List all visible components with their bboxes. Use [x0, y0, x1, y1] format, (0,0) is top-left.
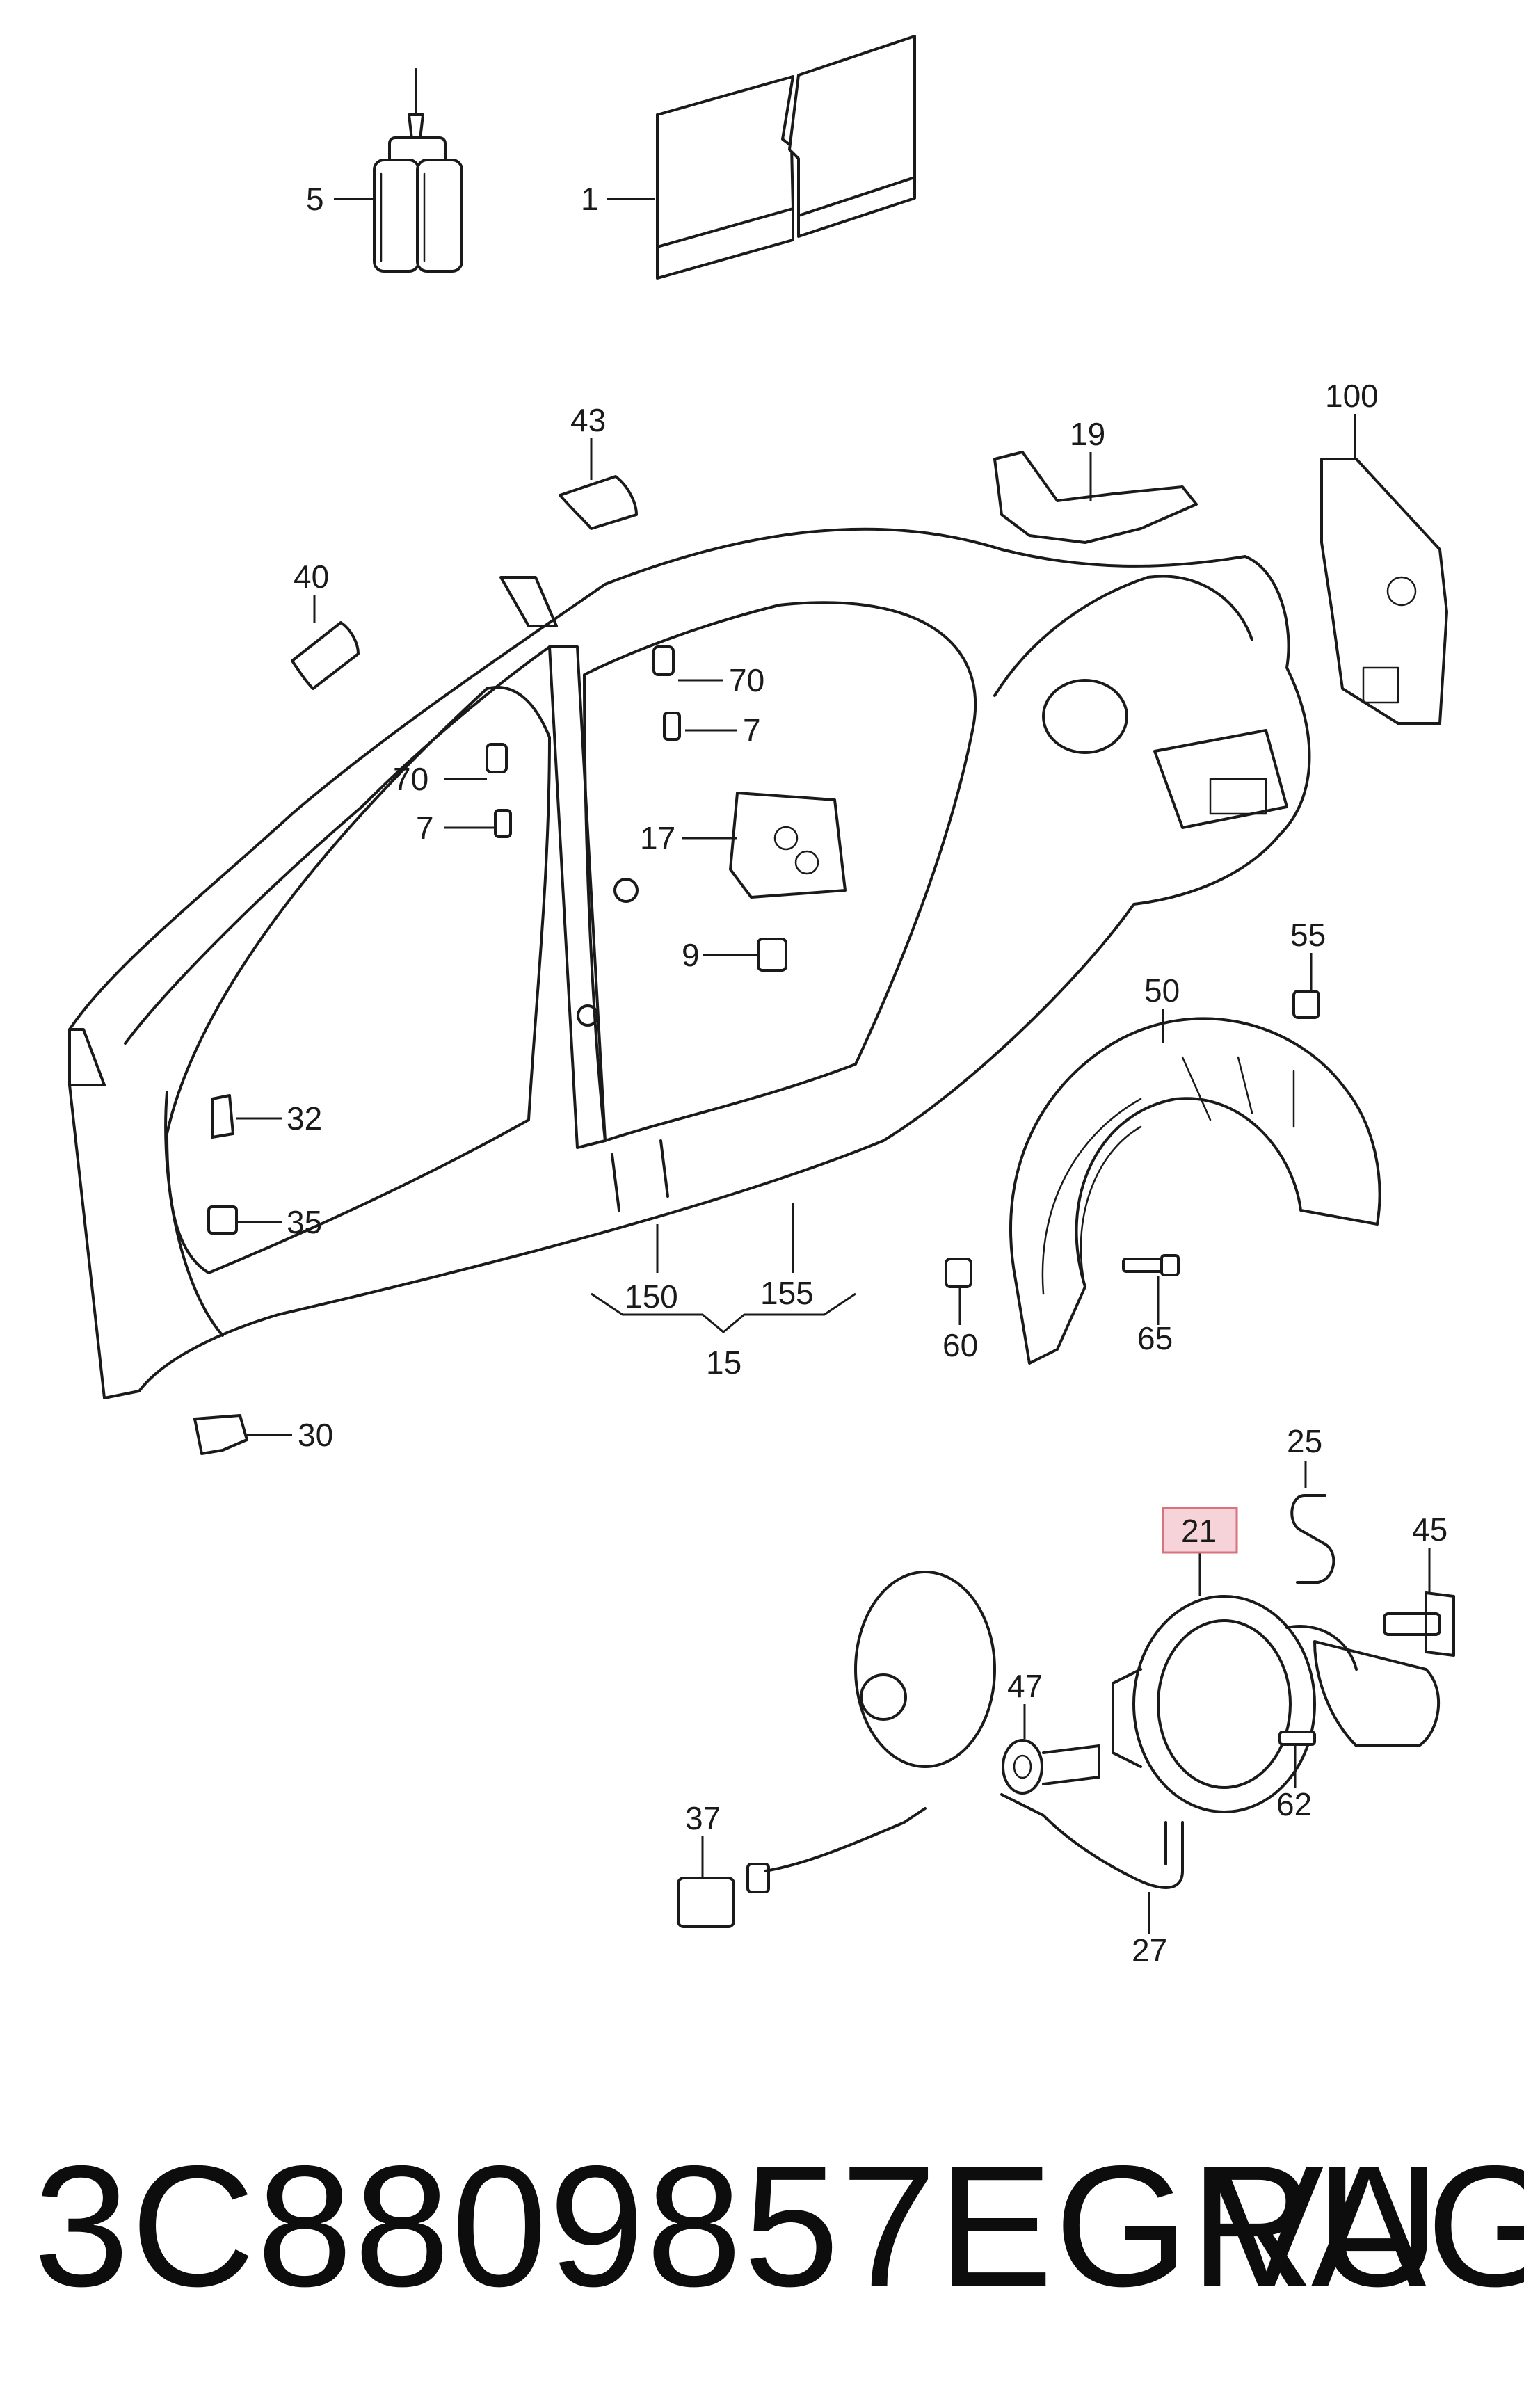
part-21-fuel-filler-housing [1112, 1595, 1358, 1813]
part-5-adhesive-cartridge [373, 68, 463, 273]
callout-62: 62 [1276, 1786, 1312, 1822]
part-1-insulation-pad [656, 35, 916, 280]
part-17-plate [729, 792, 847, 899]
part-60-clip [945, 1258, 972, 1288]
callout-7-right: 7 [743, 712, 761, 748]
callout-70-left: 70 [393, 761, 428, 797]
part-number: 3C8809857EGRU [33, 2129, 1443, 2322]
callout-70-right: 70 [729, 662, 764, 698]
callout-60: 60 [943, 1327, 978, 1363]
part-45-pin [1383, 1591, 1455, 1657]
highlight-21 [1162, 1507, 1238, 1554]
part-19-reinforcement [993, 451, 1198, 544]
callout-40: 40 [294, 559, 329, 595]
callout-1: 1 [581, 181, 599, 217]
callout-32: 32 [287, 1100, 322, 1137]
callout-15: 15 [706, 1345, 741, 1381]
callout-100: 100 [1325, 378, 1379, 414]
callout-labels: 5 1 43 19 100 40 70 7 70 7 17 9 55 50 32… [287, 181, 1447, 1968]
callout-45: 45 [1412, 1511, 1447, 1548]
part-37-actuator [677, 1807, 927, 1928]
fuel-filler-flap [1313, 1640, 1441, 1747]
part-65-screw [1122, 1254, 1180, 1276]
part-100-rear-panel [1320, 458, 1448, 725]
callout-30: 30 [298, 1417, 333, 1453]
side-body-panel [68, 527, 1311, 1399]
part-9-clip [757, 938, 787, 972]
callout-27: 27 [1132, 1932, 1167, 1968]
fuel-cap [854, 1571, 996, 1768]
part-62-screw [1278, 1731, 1316, 1746]
callout-7-left: 7 [416, 810, 434, 846]
part-32-clip [211, 1094, 234, 1139]
callout-50: 50 [1144, 972, 1180, 1009]
callout-150: 150 [625, 1278, 678, 1315]
part-25-spring [1290, 1494, 1335, 1584]
callout-155: 155 [760, 1275, 814, 1311]
callout-25: 25 [1287, 1423, 1322, 1459]
callout-17: 17 [640, 820, 675, 856]
callout-37: 37 [685, 1800, 721, 1836]
callout-9: 9 [682, 937, 700, 973]
part-43-bracket [559, 475, 638, 530]
callout-21: 21 [1181, 1513, 1217, 1549]
part-50-wheelhouse-liner [1009, 1017, 1381, 1365]
footer: 3C8809857EGRU VAG [33, 2121, 1524, 2330]
part-40-bracket [291, 621, 360, 690]
callout-35: 35 [287, 1204, 322, 1240]
callout-47: 47 [1007, 1668, 1043, 1704]
part-47-grommet [1002, 1739, 1100, 1795]
callout-5: 5 [306, 181, 324, 217]
callout-43: 43 [570, 402, 606, 438]
callout-65: 65 [1137, 1320, 1173, 1356]
callout-55: 55 [1290, 917, 1326, 953]
callout-19: 19 [1070, 416, 1105, 452]
part-35-clip [207, 1205, 238, 1235]
part-27-drain-hose [1000, 1793, 1184, 1889]
brand-name: VAG [1209, 2129, 1524, 2322]
leader-lines [236, 198, 1431, 1934]
fastener-70-upper [486, 645, 681, 838]
part-30-clip [193, 1414, 248, 1455]
part-55-nut [1292, 990, 1320, 1019]
